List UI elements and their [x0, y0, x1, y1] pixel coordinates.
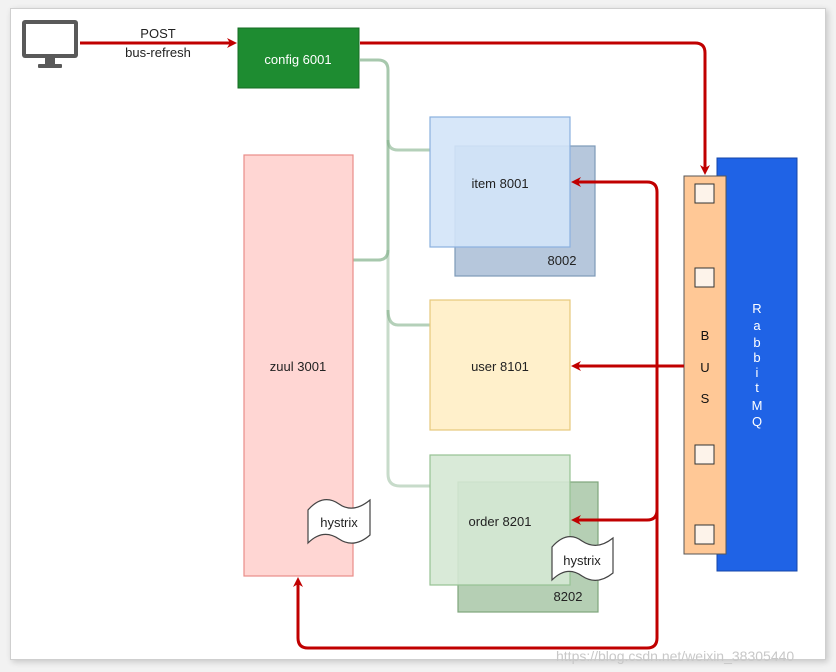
config-box	[237, 27, 360, 89]
bus-letter: S	[701, 391, 710, 406]
order-box	[429, 454, 571, 586]
monitor-icon	[22, 20, 78, 68]
config-to-bus-arrow	[360, 41, 710, 175]
zuul-hystrix-shape: hystrix	[307, 498, 371, 545]
user-label: user 8101	[471, 359, 529, 374]
request-action-label: bus-refresh	[125, 45, 191, 60]
rabbitmq-letter: b	[753, 350, 760, 365]
bus-port	[694, 267, 715, 288]
bus-label: B U S	[700, 328, 709, 406]
bus-to-item-arrow	[571, 177, 659, 366]
item-replica-label: 8002	[548, 253, 577, 268]
rabbitmq-letter: Q	[752, 414, 762, 429]
bus-port	[694, 524, 715, 545]
bus-to-zuul-arrow	[293, 510, 659, 650]
bus-port	[694, 444, 715, 465]
rabbitmq-letter: i	[756, 365, 759, 380]
zuul-label: zuul 3001	[270, 359, 326, 374]
bus-letter: U	[700, 360, 709, 375]
request-method-label: POST	[140, 26, 175, 41]
watermark-text: https://blog.csdn.net/weixin_38305440	[556, 648, 794, 664]
rabbitmq-label: R a b b i t M Q	[752, 301, 763, 429]
config-connectors	[353, 58, 430, 488]
order-replica-label: 8202	[554, 589, 583, 604]
bus-ports	[694, 183, 715, 545]
user-box	[429, 299, 571, 431]
rabbitmq-letter: a	[753, 318, 761, 333]
zuul-hystrix-label: hystrix	[320, 515, 358, 530]
bus-port	[694, 183, 715, 204]
rabbitmq-letter: b	[753, 335, 760, 350]
bus-letter: B	[701, 328, 710, 343]
rabbitmq-letter: t	[755, 380, 759, 395]
bus-arrows	[80, 38, 710, 650]
item-label: item 8001	[471, 176, 528, 191]
rabbitmq-letter: M	[752, 398, 763, 413]
rabbitmq-letter: R	[752, 301, 761, 316]
rabbitmq-box	[716, 157, 798, 572]
config-label: config 6001	[264, 52, 331, 67]
order-label: order 8201	[469, 514, 532, 529]
item-box	[429, 116, 571, 248]
order-hystrix-shape: hystrix	[551, 536, 614, 582]
order-hystrix-label: hystrix	[563, 553, 601, 568]
bus-box	[683, 175, 727, 555]
